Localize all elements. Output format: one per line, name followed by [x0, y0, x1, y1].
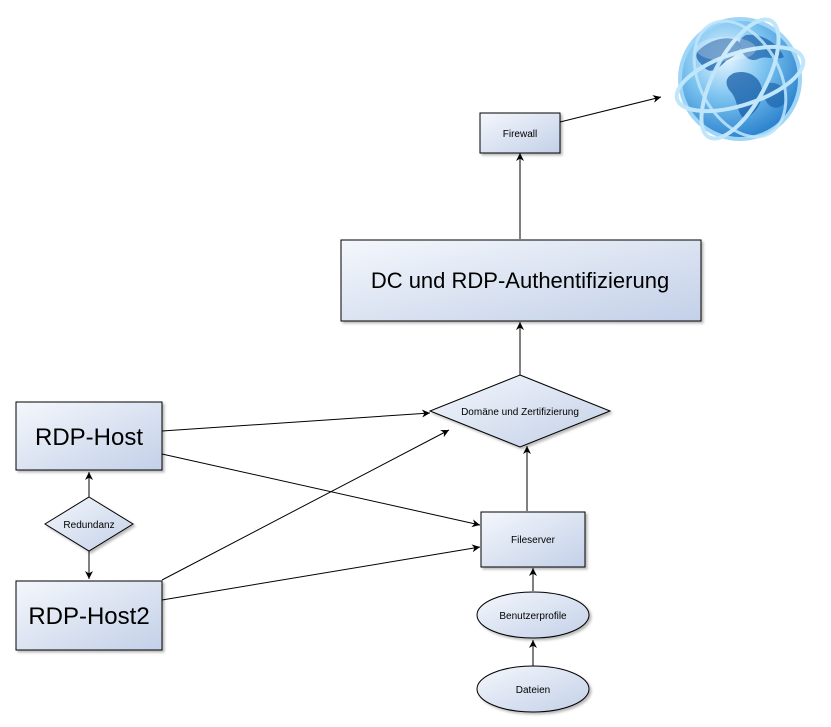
node-dc-label: DC und RDP-Authentifizierung: [371, 268, 669, 293]
node-dateien-label: Dateien: [516, 685, 550, 696]
edges: [85, 95, 662, 666]
node-firewall: Firewall: [479, 112, 561, 154]
node-fileserver-label: Fileserver: [511, 535, 556, 546]
node-dc: DC und RDP-Authentifizierung: [340, 239, 702, 322]
edge-rdphost2-fileserver: [161, 544, 481, 601]
node-rdp-host: RDP-Host: [15, 401, 163, 471]
edge-rdphost2-domain: [161, 429, 450, 581]
node-domain-cert-label: Domäne und Zertifizierung: [461, 407, 579, 418]
globe-icon: [674, 17, 806, 141]
node-redundanz-label: Redundanz: [63, 520, 114, 531]
node-rdp-host2-label: RDP-Host2: [28, 603, 149, 630]
node-benutzerprofile-label: Benutzerprofile: [499, 611, 567, 622]
node-firewall-label: Firewall: [503, 129, 537, 140]
node-fileserver: Fileserver: [480, 511, 586, 568]
edge-rdphost-fileserver: [161, 453, 481, 528]
edge-firewall-internet: [559, 95, 662, 123]
node-domain-cert: Domäne und Zertifizierung: [428, 374, 612, 448]
node-benutzerprofile: Benutzerprofile: [476, 591, 590, 639]
node-rdp-host-label: RDP-Host: [35, 424, 143, 451]
node-redundanz: Redundanz: [44, 496, 134, 552]
node-rdp-host2: RDP-Host2: [15, 580, 163, 651]
node-dateien: Dateien: [476, 665, 590, 713]
edge-rdphost-domain: [161, 409, 431, 432]
